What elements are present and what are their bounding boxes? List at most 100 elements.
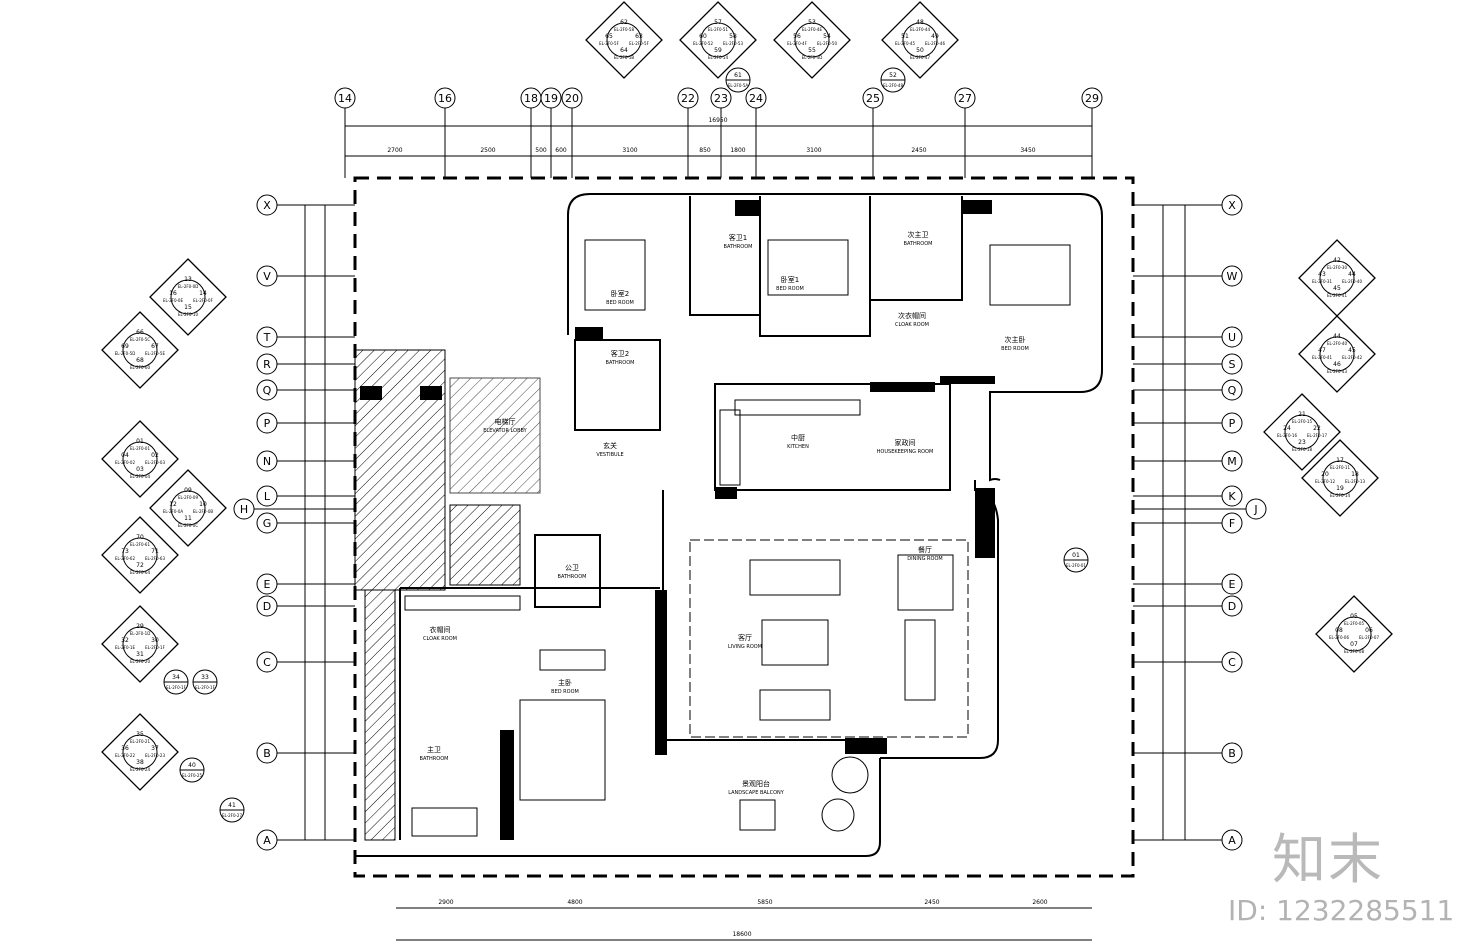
room-name-en: HOUSEKEEPING ROOM [877,449,934,455]
elevation-ref: EL-2F0-01 [1066,563,1087,568]
grid-bubble-right: W [1133,265,1243,287]
elevation-number: 41 [228,802,236,809]
grid-label: Q [263,384,272,397]
room-name-en: LANDSCAPE BALCONY [728,790,785,796]
elevation-number: 15 [184,304,192,311]
room-name-en: BATHROOM [724,244,753,250]
elevation-number: 09 [184,487,192,494]
grid-bubble-left: H [233,498,355,520]
grid-bubble-right: F [1133,512,1243,534]
elevation-ref: EL-2F0-08 [1344,649,1365,654]
grid-label: G [263,517,272,530]
elevation-tag: 70EL-2F0-6173EL-2F0-6271EL-2F0-6372EL-2F… [101,516,179,594]
elevation-ref: EL-2F0-41 [1327,293,1348,298]
grid-label: W [1227,270,1238,283]
elevation-ref: EL-2F0-47 [910,55,931,60]
elevation-ref: EL-2F0-13 [1345,479,1366,484]
grid-bubble-left: R [256,353,355,375]
elevation-number: 65 [605,33,613,40]
elevation-ref: EL-2F0-1D [130,631,151,636]
elevation-number: 60 [699,33,707,40]
elevation-number: 73 [121,548,129,555]
dimension-value: 2600 [1032,899,1047,906]
elevation-number: 34 [172,674,180,681]
elevation-ref: EL-2F0-0C [178,523,199,528]
elevation-number: 11 [184,515,192,522]
hatched-strip [364,589,396,841]
elevation-number: 68 [136,357,144,364]
room-name-zh: 家政间 [895,438,916,447]
elevation-number: 58 [729,33,737,40]
grid-bubble-right: J [1133,498,1267,520]
elevation-ref: EL-2F0-4E [802,27,823,32]
grid-label: B [1228,747,1236,760]
grid-label: 23 [714,92,728,105]
elevation-ref: EL-2F0-1E [115,645,136,650]
grid-bubble-top: 27 [954,87,976,178]
elevation-ref: EL-2F0-1F [195,685,216,690]
elevation-ref: EL-2F0-1F [145,645,166,650]
dimension-value: 3100 [622,147,637,154]
grid-label: H [240,503,248,516]
grid-label: V [263,270,271,283]
grid-label: 14 [338,92,352,105]
room-name-zh: 次主卫 [908,230,929,239]
grid-bubble-right: A [1133,829,1243,851]
room-name-en: BATHROOM [420,756,449,762]
grid-bubble-top: 19 [540,87,562,178]
grid-bubble-top: 18 [520,87,542,178]
elevation-ref: EL-2F0-03 [145,460,166,465]
dimension-total: 16950 [708,117,727,124]
elevation-tag: 17EL-2F0-1120EL-2F0-1218EL-2F0-1319EL-2F… [1301,439,1379,517]
elevation-number: 51 [901,33,909,40]
room-name-en: LIVING ROOM [728,644,762,650]
room-name-zh: 客厅 [738,633,752,642]
grid-label: U [1228,331,1236,344]
elevation-ref: EL-2F0-23 [145,753,166,758]
room-name-en: BATHROOM [904,241,933,247]
elevation-number: 72 [136,562,144,569]
elevation-ref: EL-2F0-31 [1312,279,1333,284]
elevation-tag: 57EL-2F0-5160EL-2F0-5258EL-2F0-5359EL-2F… [679,1,757,79]
grid-label: J [1253,503,1257,516]
elevation-number: 14 [199,290,207,297]
grid-label: 20 [565,92,579,105]
grid-label: A [263,834,271,847]
elevation-number: 23 [1298,439,1306,446]
elevation-number: 52 [889,72,897,79]
elevation-tag: 01EL-2F0-0104EL-2F0-0202EL-2F0-0303EL-2F… [101,420,179,498]
room-name-zh: 玄关 [603,441,617,450]
dimension-value: 3100 [806,147,821,154]
room-name-zh: 卧室2 [611,289,629,298]
room-name-zh: 餐厅 [918,545,932,554]
elevation-number: 08 [1335,627,1343,634]
dimension-value: 5850 [757,899,772,906]
elevation-ref: EL-2F0-60 [130,365,151,370]
grid-label: N [263,455,271,468]
elevation-number: 45 [1333,285,1341,292]
room-name-zh: 中厨 [791,433,805,442]
room-name-en: BED ROOM [1001,346,1029,352]
grid-label: 19 [544,92,558,105]
elevation-number: 31 [136,651,144,658]
elevation-ref: EL-2F0-5A [728,83,749,88]
grid-bubble-left: G [256,512,355,534]
elevation-ref: EL-2F0-09 [178,495,199,500]
elevation-ref: EL-2F0-5B [614,55,635,60]
elevation-number: 64 [620,47,628,54]
dimension-value: 3450 [1020,147,1035,154]
room-name-en: CLOAK ROOM [895,322,929,328]
elevation-number: 01 [136,438,144,445]
dimension-value: 2450 [924,899,939,906]
room-label: 次主卫 BATHROOM [904,230,933,247]
elevation-ref: EL-2F0-1F [166,685,187,690]
elevation-number: 22 [1313,425,1321,432]
